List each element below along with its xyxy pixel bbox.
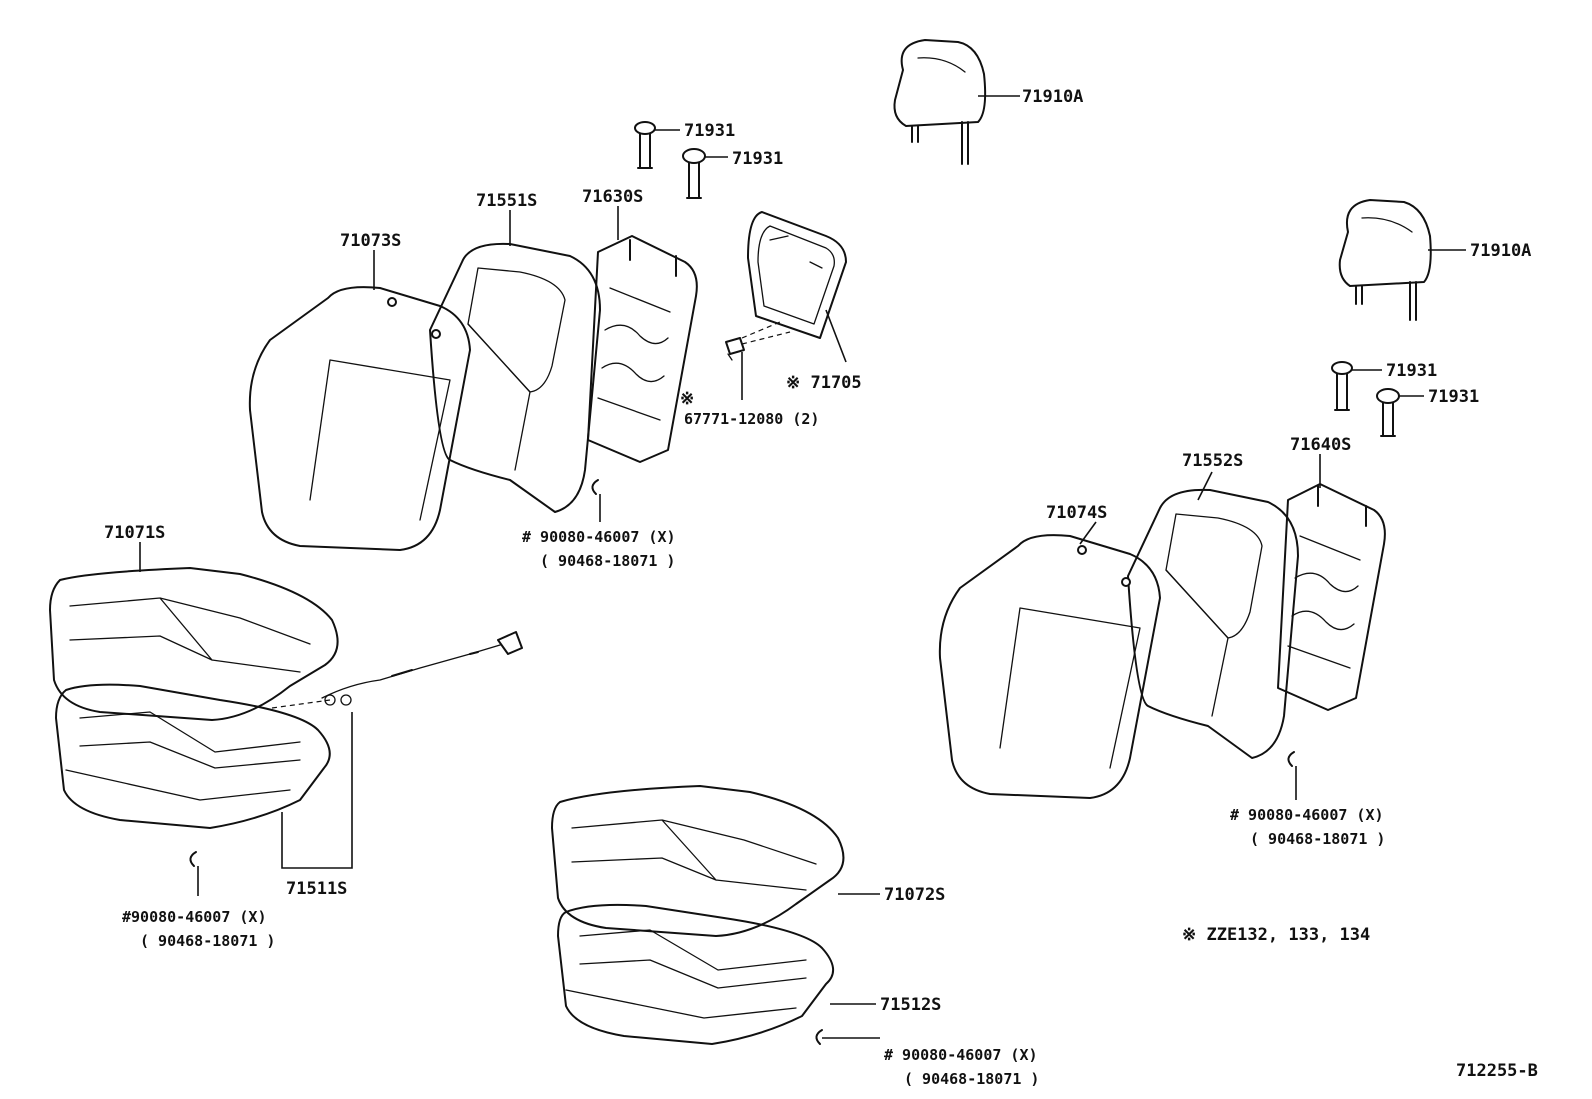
- label-support-left-2: 71931: [732, 149, 783, 169]
- ring-back-right[interactable]: [1287, 751, 1295, 767]
- seatback-pad-left[interactable]: [429, 242, 601, 513]
- label-support-right-2: 71931: [1428, 387, 1479, 407]
- label-figure-id: 712255-B: [1456, 1061, 1538, 1081]
- support-right-1[interactable]: [1331, 361, 1353, 411]
- leader-lines: [139, 95, 1466, 1039]
- label-cushion-cover-left: 71071S: [104, 523, 165, 543]
- headrest-right[interactable]: [1338, 199, 1432, 321]
- label-headrest-left: 71910A: [1022, 87, 1083, 107]
- label-seatback-cover-left: 71073S: [340, 231, 401, 251]
- support-right-2[interactable]: [1376, 388, 1400, 437]
- label-seatback-cover-right: 71074S: [1046, 503, 1107, 523]
- label-seatback-frame-right: 71640S: [1290, 435, 1351, 455]
- support-left-2[interactable]: [682, 148, 706, 199]
- label-board-left: ※ 71705: [786, 373, 862, 393]
- label-seatback-pad-right: 71552S: [1182, 451, 1243, 471]
- label-cushion-frame-left: 71511S: [286, 879, 347, 899]
- support-left-1[interactable]: [634, 121, 656, 169]
- cushion-cover-center[interactable]: [551, 785, 845, 937]
- seatback-frame-right[interactable]: [1277, 483, 1386, 711]
- cushion-cover-left[interactable]: [49, 567, 339, 721]
- label-cushion-cover-center: 71072S: [884, 885, 945, 905]
- label-seatback-frame-left: 71630S: [582, 187, 643, 207]
- label-support-right-1: 71931: [1386, 361, 1437, 381]
- label-support-left-1: 71931: [684, 121, 735, 141]
- clip[interactable]: [725, 337, 745, 361]
- label-ring-back-left-a: # 90080-46007 (X): [522, 528, 676, 546]
- label-clip-part: 67771-12080 (2): [684, 410, 819, 428]
- seatback-cover-right[interactable]: [938, 534, 1161, 799]
- label-ring-cushion-left-a: #90080-46007 (X): [122, 908, 267, 926]
- seatback-cover-left[interactable]: [248, 286, 471, 551]
- label-ring-back-right-a: # 90080-46007 (X): [1230, 806, 1384, 824]
- ring-cushion-left[interactable]: [189, 851, 197, 867]
- label-clip-mark: ※: [680, 389, 694, 409]
- label-cushion-frame-center: 71512S: [880, 995, 941, 1015]
- label-ring-cushion-center-a: # 90080-46007 (X): [884, 1046, 1038, 1064]
- label-headrest-right: 71910A: [1470, 241, 1531, 261]
- label-ring-cushion-center-b: ( 90468-18071 ): [904, 1070, 1039, 1088]
- seatback-frame-left[interactable]: [587, 235, 698, 463]
- label-ring-back-left-b: ( 90468-18071 ): [540, 552, 675, 570]
- headrest-left[interactable]: [893, 39, 987, 165]
- adjust-cable-left[interactable]: [321, 631, 523, 706]
- ring-back-left[interactable]: [591, 479, 599, 495]
- seatback-pad-right[interactable]: [1127, 488, 1299, 759]
- ring-cushion-center[interactable]: [815, 1029, 823, 1045]
- cushion-frame-left[interactable]: [55, 683, 331, 829]
- cushion-frame-center[interactable]: [557, 903, 834, 1045]
- label-ring-cushion-left-b: ( 90468-18071 ): [140, 932, 275, 950]
- label-model-note: ※ ZZE132, 133, 134: [1182, 925, 1370, 945]
- board-left[interactable]: [747, 211, 847, 339]
- label-ring-back-right-b: ( 90468-18071 ): [1250, 830, 1385, 848]
- label-seatback-pad-left: 71551S: [476, 191, 537, 211]
